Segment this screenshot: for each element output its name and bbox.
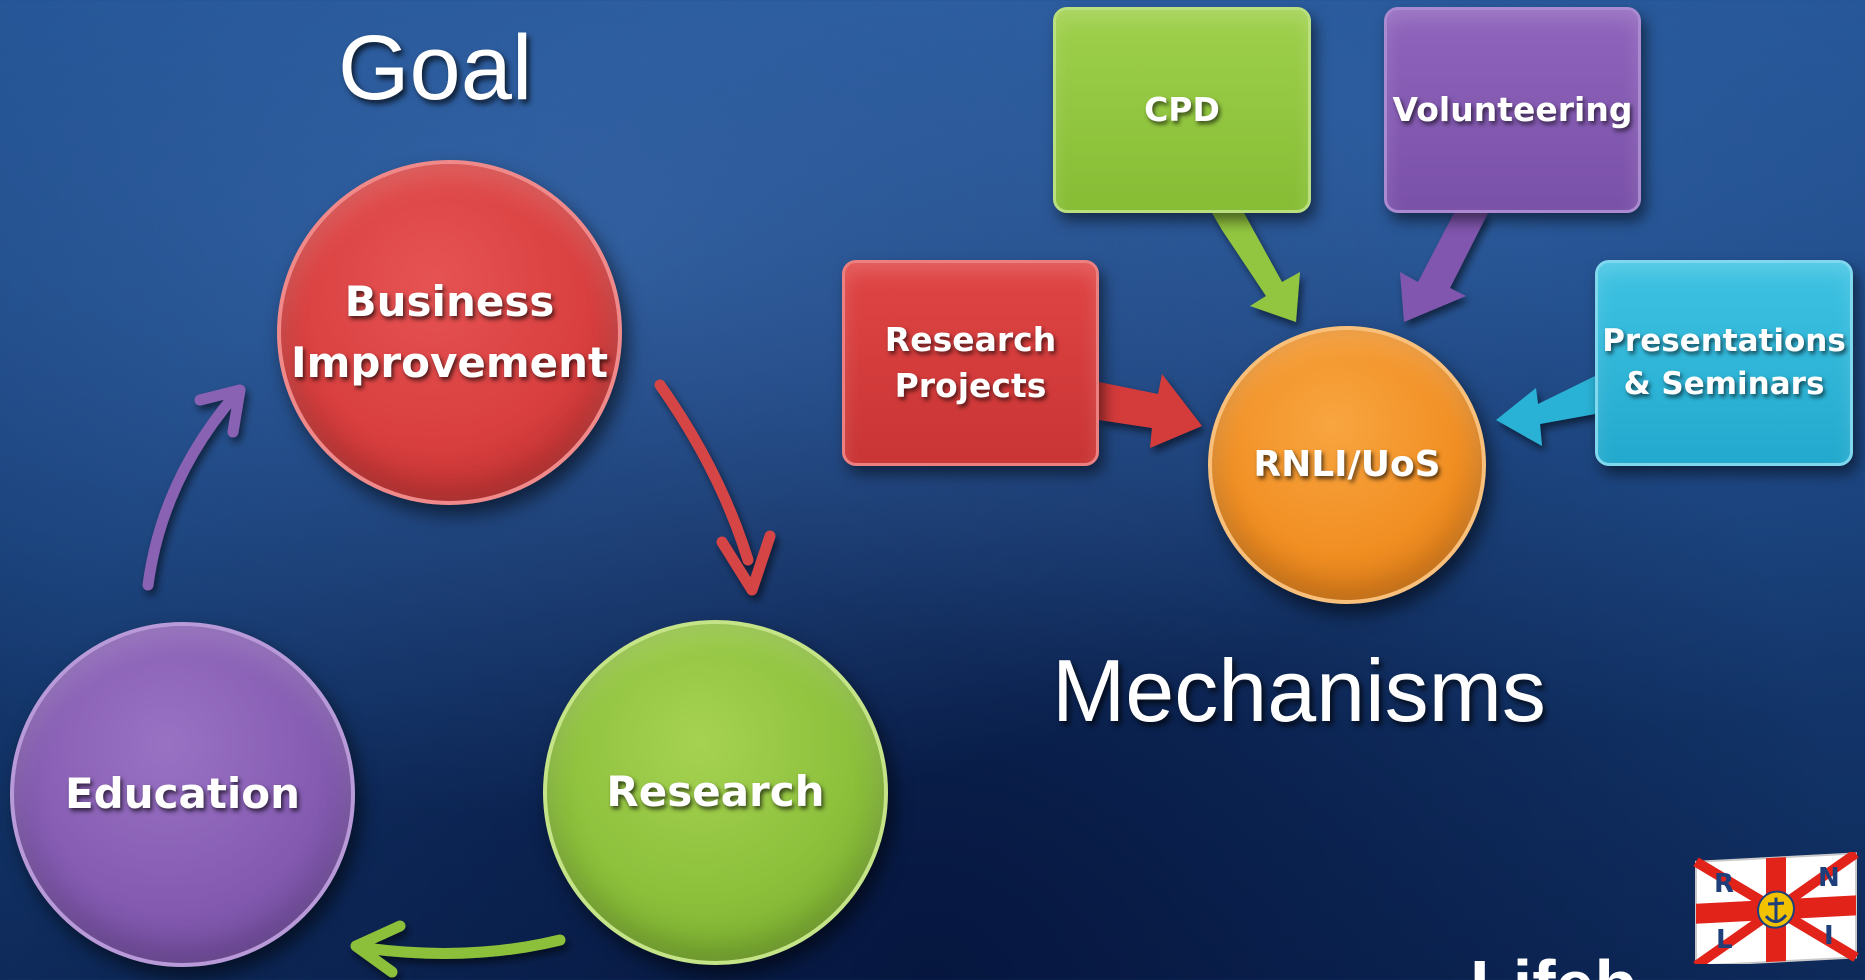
cpd-box: CPD (1053, 7, 1311, 213)
research-projects-box: Research Projects (842, 260, 1099, 466)
presentations-seminars-box: Presentations & Seminars (1595, 260, 1853, 466)
presentations-label-line-1: Presentations (1602, 322, 1846, 359)
lifeboats-text-fragment: Lifeb (1470, 950, 1637, 980)
research-projects-label-line-2: Projects (894, 366, 1047, 405)
rnli-uos-hub-circle: RNLI/UoS (1208, 326, 1486, 604)
cpd-label: CPD (1144, 89, 1220, 129)
business-improvement-label-line-1: Business (344, 276, 555, 326)
logo-letter-r: R (1714, 869, 1734, 899)
education-circle: Education (10, 622, 355, 967)
goal-title: Goal (338, 17, 533, 119)
business-improvement-label-line-2: Improvement (290, 337, 609, 387)
arrow-cpd-to-hub (1212, 213, 1300, 322)
arrow-research-to-education (350, 920, 566, 978)
rnli-uos-label: RNLI/UoS (1253, 443, 1441, 485)
arrow-research-projects-to-hub (1099, 374, 1202, 448)
presentations-label-line-2: & Seminars (1623, 366, 1825, 402)
research-projects-label-line-1: Research (884, 319, 1057, 359)
research-circle: Research (543, 620, 888, 965)
volunteering-box: Volunteering (1384, 7, 1641, 213)
business-improvement-circle: Business Improvement (277, 160, 622, 505)
logo-letter-n: N (1818, 863, 1840, 893)
arrow-business-to-research (654, 379, 776, 596)
arrow-presentations-to-hub (1496, 376, 1595, 446)
research-label: Research (606, 767, 825, 817)
rnli-flag-logo: R N L I (1693, 852, 1859, 964)
arrow-volunteering-to-hub (1400, 213, 1488, 322)
education-label: Education (64, 769, 301, 819)
volunteering-label: Volunteering (1392, 89, 1633, 129)
logo-letter-i: I (1824, 921, 1834, 951)
mechanisms-title: Mechanisms (1052, 641, 1546, 740)
arrow-education-to-business (142, 384, 246, 591)
logo-letter-l: L (1716, 925, 1733, 955)
